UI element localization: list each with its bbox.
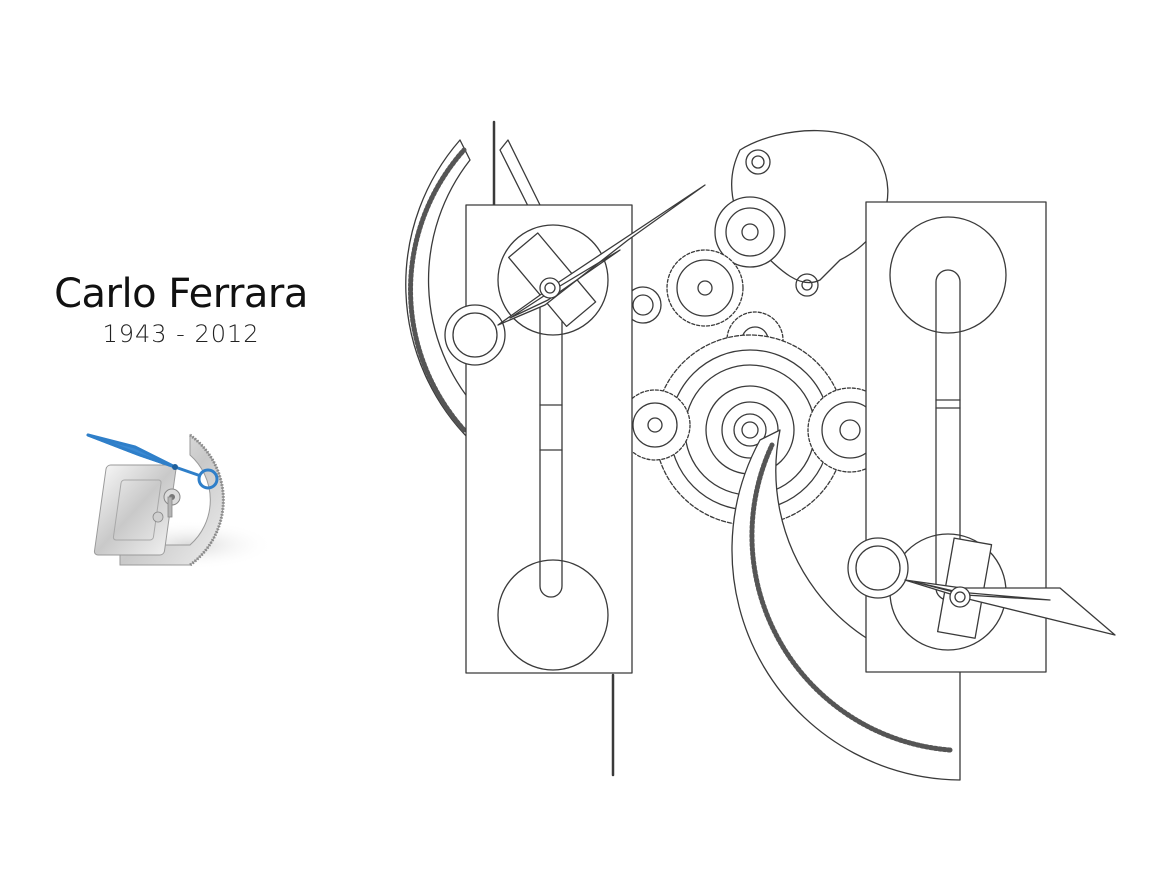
dual-retrograde-movement-sketch [405,120,1116,781]
upper-gear [666,249,744,327]
right-toothed-sector [731,429,961,781]
person-name: Carlo Ferrara [54,271,308,317]
name-block: Carlo Ferrara 1943 - 2012 [40,272,322,348]
right-hand [847,537,1116,639]
left-hand [444,184,706,366]
retrograde-hand-mechanism-icon [86,433,275,570]
person-dates: 1943 - 2012 [102,320,260,348]
